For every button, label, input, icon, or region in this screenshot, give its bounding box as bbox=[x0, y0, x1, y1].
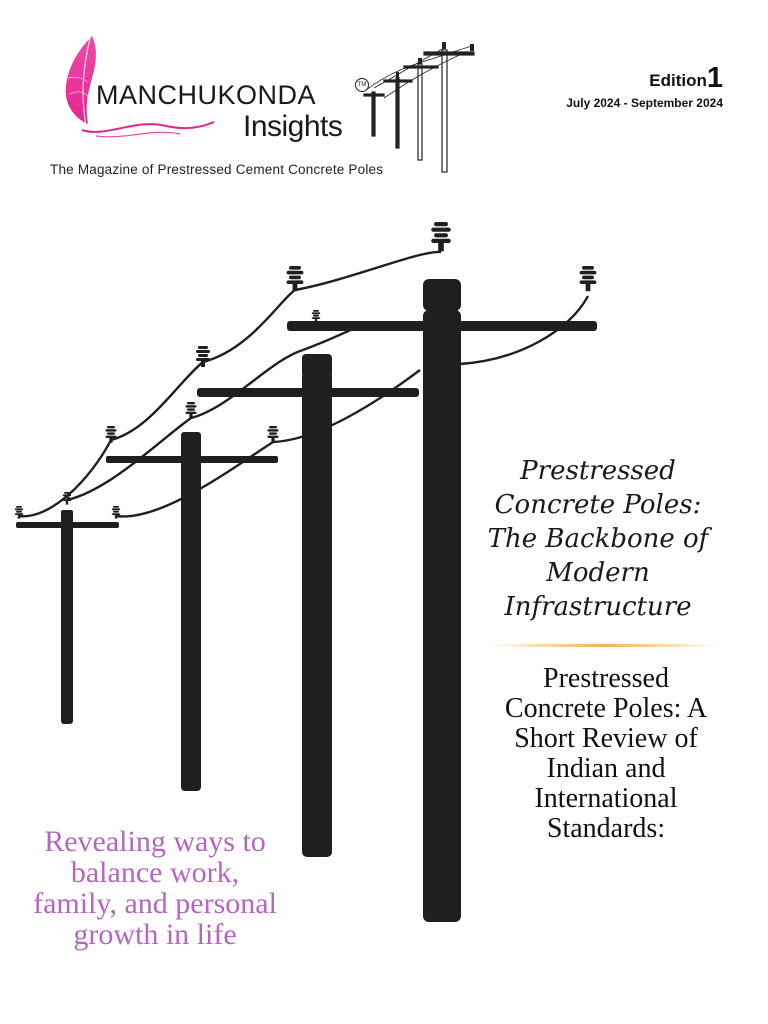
brand-subtitle: Insights bbox=[243, 110, 343, 143]
feature-headline-balance: Revealing ways to balance work, family, … bbox=[33, 825, 277, 951]
edition-label: Edition bbox=[649, 71, 707, 90]
edition-date-range: July 2024 - September 2024 bbox=[566, 96, 723, 110]
brand-name: MANCHUKONDA bbox=[96, 80, 317, 110]
utility-poles-illustration bbox=[14, 222, 597, 922]
edition-number: 1 bbox=[706, 62, 723, 94]
mini-poles-icon bbox=[363, 42, 475, 173]
magazine-tagline: The Magazine of Prestressed Cement Concr… bbox=[50, 162, 384, 177]
trademark-badge: TM bbox=[355, 78, 369, 92]
feather-logo-icon bbox=[65, 36, 215, 138]
edition-block: Edition1 July 2024 - September 2024 bbox=[566, 62, 723, 110]
feature-headline-backbone: Prestressed Concrete Poles: The Backbone… bbox=[487, 456, 709, 622]
feature-headline-standards: Prestressed Concrete Poles: A Short Revi… bbox=[504, 663, 708, 844]
headline-divider bbox=[488, 644, 720, 647]
edition-label-row: Edition1 bbox=[566, 62, 723, 95]
